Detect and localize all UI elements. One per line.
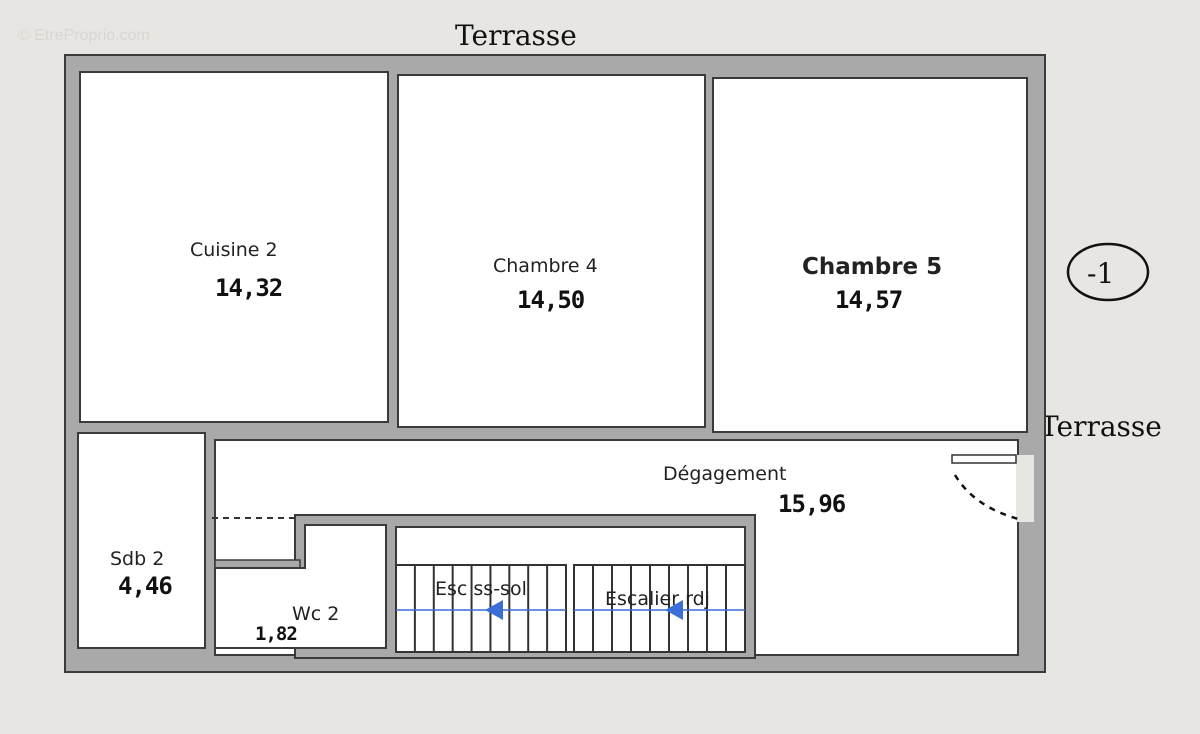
watermark: © EtreProprio.com <box>18 27 150 44</box>
level-badge-text: -1 <box>1087 257 1114 290</box>
room-area-wc-2: 1,82 <box>255 623 297 645</box>
stair-flight <box>395 564 567 653</box>
terrace-top-label: Terrasse <box>455 19 577 52</box>
stair-arrow-icon <box>665 600 683 620</box>
room-chambre-4 <box>397 74 706 428</box>
room-area-degagement: 15,96 <box>778 490 846 518</box>
room-label-cuisine-2: Cuisine 2 <box>190 239 278 261</box>
room-label-chambre-5: Chambre 5 <box>802 254 942 280</box>
room-label-chambre-4: Chambre 4 <box>493 255 598 277</box>
room-area-cuisine-2: 14,32 <box>215 274 282 302</box>
door-leaf <box>951 454 1017 464</box>
room-sdb-2 <box>77 432 206 649</box>
room-label-sdb-2: Sdb 2 <box>110 548 164 570</box>
room-area-sdb-2: 4,46 <box>118 572 172 600</box>
room-label-wc-2: Wc 2 <box>292 603 339 625</box>
stair-arrow-icon <box>485 600 503 620</box>
room-chambre-5 <box>712 77 1028 433</box>
room-cuisine-2 <box>79 71 389 423</box>
stair-label-rdj: Escalier rdj <box>605 588 710 610</box>
room-area-chambre-4: 14,50 <box>517 286 585 314</box>
room-area-chambre-5: 14,57 <box>835 286 902 314</box>
closet-wall <box>214 559 301 569</box>
stair-flight <box>573 564 746 653</box>
stair-steps <box>395 564 746 653</box>
terrace-right-label: Terrasse <box>1040 410 1162 443</box>
room-label-degagement: Dégagement <box>663 463 786 485</box>
level-badge: -1 <box>1066 242 1150 302</box>
door-swing-arc <box>953 474 1023 522</box>
stair-label-ss-sol: Esc ss-sol <box>435 578 527 600</box>
room-wc-2 <box>214 524 387 649</box>
door-opening <box>1016 455 1034 522</box>
